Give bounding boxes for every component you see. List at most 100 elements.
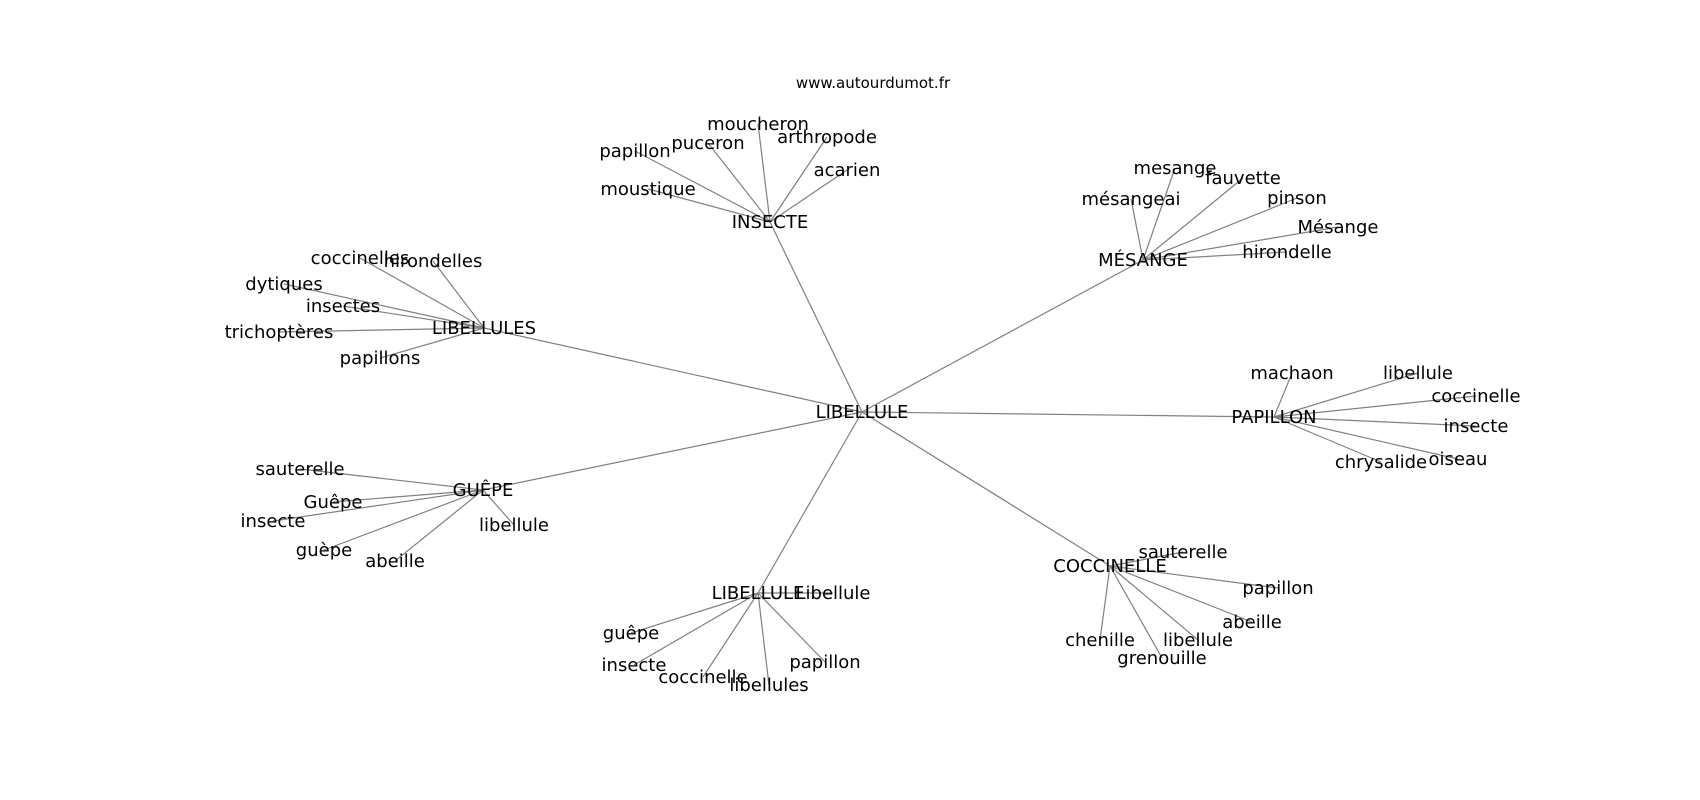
leaf-node-guepe-abeille: abeille (365, 551, 425, 572)
leaf-node-coccinelle-abeille: abeille (1222, 612, 1282, 633)
edge-mesange-fauvette (1142, 177, 1244, 261)
leaf-node-insecte-arthropode: arthropode (777, 127, 877, 148)
edge-center-papillon (861, 411, 1275, 418)
edge-center-mesange (861, 259, 1144, 413)
edge-papillon-insecte (1273, 416, 1477, 427)
hub-node-coccinelle: COCCINELLE (1053, 556, 1166, 577)
edge-libellule-coccinelle (702, 592, 759, 678)
edge-center-coccinelle (861, 411, 1111, 567)
leaf-node-libellule-papillon: papillon (789, 652, 860, 673)
edge-mesange-mesange (1142, 167, 1176, 261)
leaf-node-coccinelle-libellule: libellule (1163, 630, 1233, 651)
leaf-node-papillon-machaon: machaon (1250, 363, 1333, 384)
leaf-node-papillon-coccinelle: coccinelle (1431, 386, 1520, 407)
edge-mesange-pinson (1142, 197, 1298, 261)
edge-center-guepe (482, 411, 863, 491)
edge-coccinelle-libellule (1109, 565, 1199, 641)
leaf-node-libellule-guepe: guêpe (603, 623, 659, 644)
leaf-node-mesange-fauvette: fauvette (1205, 168, 1281, 189)
edge-mesange-hirondelle (1142, 251, 1288, 261)
edge-libellule-guepe (630, 592, 759, 634)
edge-center-insecte (769, 221, 863, 413)
leaf-node-libellule-insecte: insecte (602, 655, 667, 676)
edge-center-libellule (757, 411, 863, 594)
leaf-node-libellules-trichopteres: trichoptères (225, 322, 334, 343)
leaf-node-papillon-insecte: insecte (1444, 416, 1509, 437)
edge-insecte-puceron (707, 142, 771, 223)
edge-center-libellules (483, 327, 863, 413)
edge-guepe-sauterelle (299, 468, 484, 491)
leaf-node-papillon-chrysalide: chrysalide (1335, 452, 1427, 473)
edge-guepe-guepe (332, 489, 484, 503)
leaf-node-mesange-pinson: pinson (1267, 188, 1327, 209)
edge-mesange-mesange (1142, 226, 1339, 261)
edge-libellules-insectes (342, 305, 485, 329)
leaf-node-mesange-mesange: mesange (1134, 158, 1217, 179)
leaf-node-mesange-hirondelle: hirondelle (1242, 242, 1331, 263)
edge-libellules-trichopteres (278, 327, 485, 333)
edge-papillon-machaon (1273, 372, 1293, 418)
edge-libellule-libellules (757, 592, 770, 686)
edge-libellules-papillons (379, 327, 485, 359)
center-node: LIBELLULE (816, 402, 909, 423)
edge-mesange-mesangeai (1130, 198, 1144, 261)
edge-coccinelle-abeille (1109, 565, 1253, 623)
hub-node-guepe: GUÊPE (453, 479, 514, 501)
leaf-node-insecte-moucheron: moucheron (707, 114, 809, 135)
leaf-node-coccinelle-grenouille: grenouille (1117, 648, 1206, 669)
graph-edges (272, 123, 1477, 686)
leaf-node-guepe-sauterelle: sauterelle (255, 459, 344, 480)
edge-insecte-arthropode (769, 136, 828, 223)
leaf-node-libellule-libellules: libellules (729, 675, 808, 696)
leaf-node-coccinelle-sauterelle: sauterelle (1138, 542, 1227, 563)
leaf-node-insecte-acarien: acarien (814, 160, 881, 181)
leaf-node-guepe-guepe: Guêpe (304, 492, 363, 513)
leaf-node-insecte-papillon: papillon (599, 141, 670, 162)
hub-node-libellule: LIBELLULE (712, 583, 805, 604)
edge-papillon-oiseau (1273, 416, 1459, 460)
hub-node-insecte: INSECTE (732, 212, 809, 233)
edge-papillon-coccinelle (1273, 395, 1477, 418)
edge-coccinelle-papillon (1109, 565, 1279, 589)
leaf-node-coccinelle-chenille: chenille (1065, 630, 1135, 651)
edge-insecte-papillon (634, 150, 771, 223)
leaf-node-coccinelle-papillon: papillon (1242, 578, 1313, 599)
leaf-node-guepe-guepe: guèpe (296, 540, 352, 561)
leaf-node-libellules-coccinelles: coccinelles (311, 248, 410, 269)
leaf-node-insecte-moustique: moustique (600, 179, 695, 200)
leaf-node-libellules-papillons: papillons (340, 348, 421, 369)
hub-node-papillon: PAPILLON (1231, 407, 1316, 428)
leaf-node-guepe-insecte: insecte (241, 511, 306, 532)
edge-guepe-insecte (272, 489, 484, 522)
site-url: www.autourdumot.fr (796, 74, 951, 92)
leaf-node-papillon-libellule: libellule (1383, 363, 1453, 384)
edge-libellule-insecte (633, 592, 759, 666)
edge-coccinelle-chenille (1099, 565, 1111, 641)
leaf-node-libellules-hirondelles: hirondelles (384, 251, 483, 272)
hub-node-mesange: MÉSANGE (1098, 249, 1188, 271)
edge-guepe-abeille (394, 489, 484, 562)
edge-libellule-papillon (757, 592, 826, 663)
edge-guepe-libellule (482, 489, 515, 526)
leaf-node-libellule-libellule: Libellule (795, 583, 870, 604)
edge-guepe-guepe (323, 489, 484, 551)
hub-node-libellules: LIBELLULES (432, 318, 536, 339)
edge-libellules-coccinelles (359, 257, 485, 329)
edge-libellules-hirondelles (432, 260, 485, 329)
edge-papillon-chrysalide (1273, 416, 1382, 463)
leaf-node-mesange-mesange: Mésange (1298, 217, 1379, 238)
edge-insecte-acarien (769, 169, 848, 223)
leaf-node-libellules-dytiques: dytiques (245, 274, 322, 295)
leaf-node-libellule-coccinelle: coccinelle (658, 667, 747, 688)
edge-coccinelle-sauterelle (1109, 551, 1184, 567)
edge-insecte-moucheron (757, 123, 771, 223)
leaf-node-libellules-insectes: insectes (306, 296, 380, 317)
edge-papillon-libellule (1273, 372, 1419, 418)
leaf-node-insecte-puceron: puceron (671, 133, 744, 154)
leaf-node-mesange-mesangeai: mésangeai (1082, 189, 1181, 210)
edge-coccinelle-grenouille (1109, 565, 1163, 659)
edge-libellules-dytiques (283, 283, 485, 329)
leaf-node-guepe-libellule: libellule (479, 515, 549, 536)
